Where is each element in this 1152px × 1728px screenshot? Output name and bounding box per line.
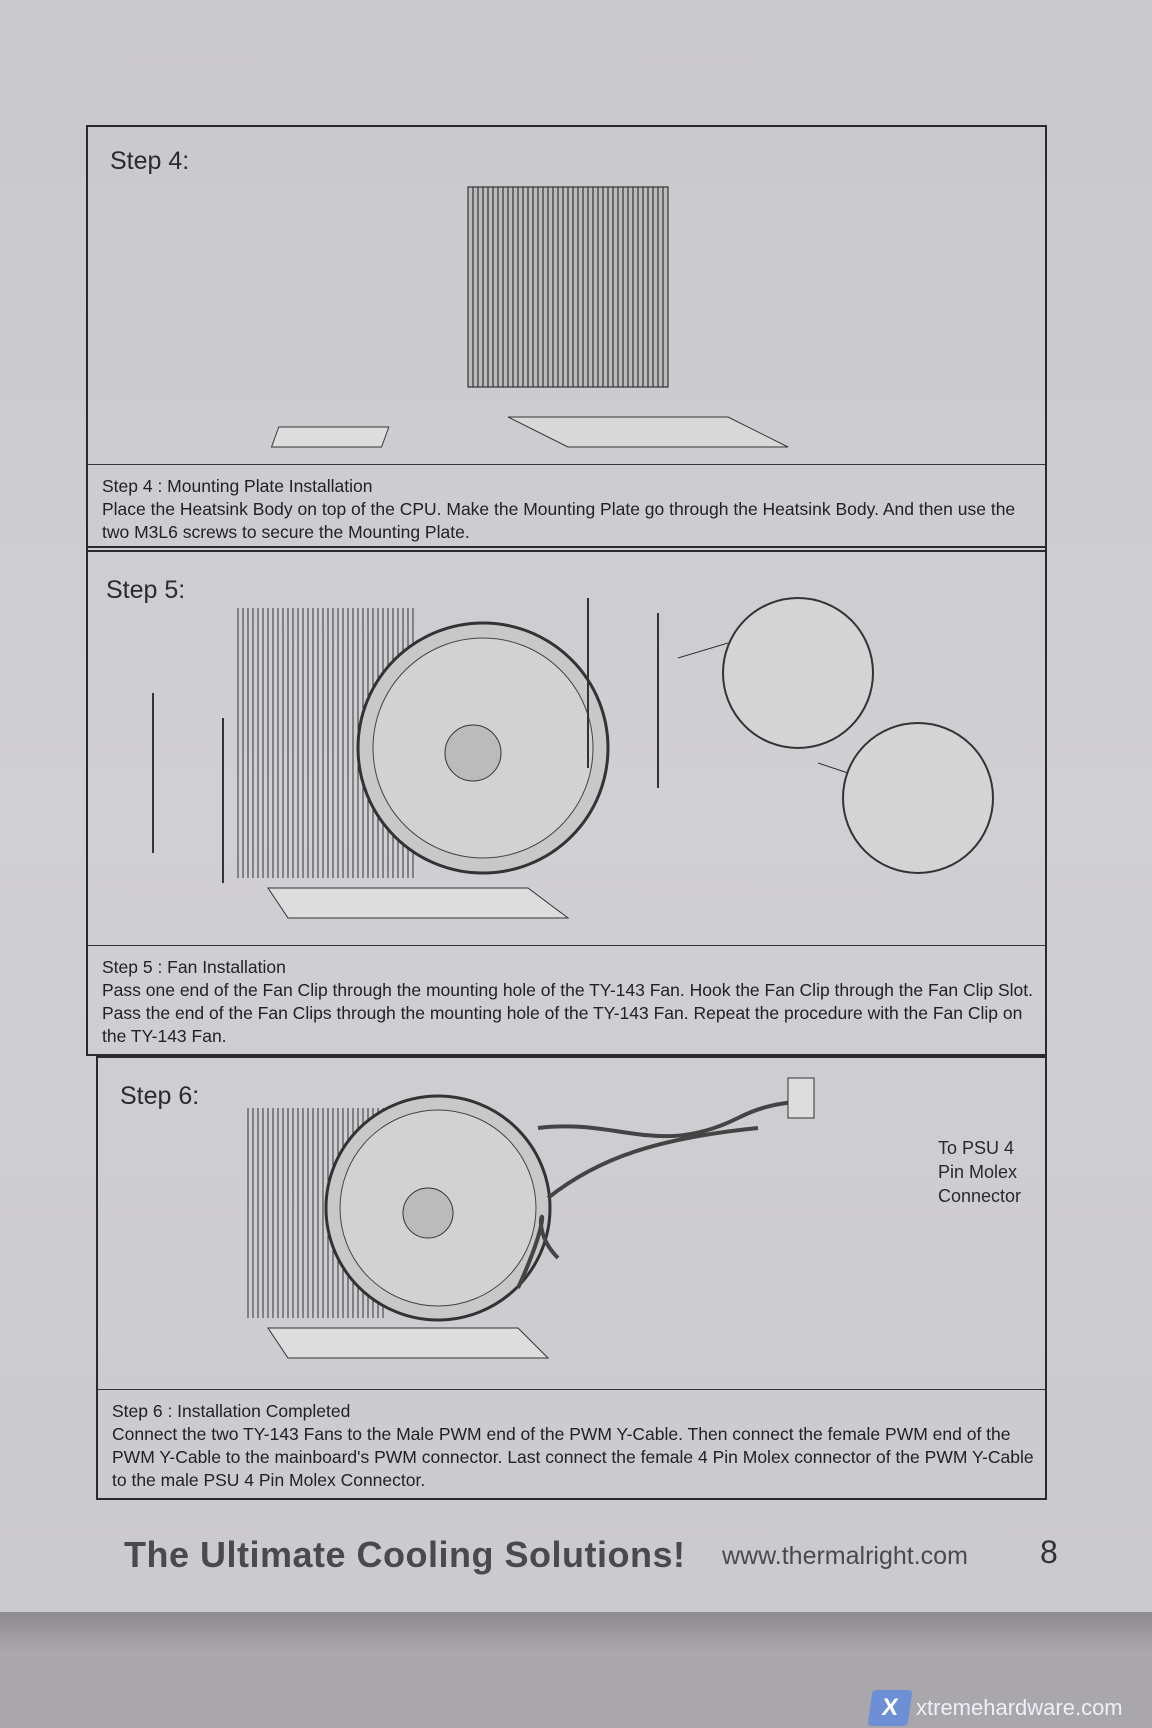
step-4-illustration: Step 4: <box>88 127 1045 465</box>
label-line: Connector <box>938 1186 1022 1206</box>
watermark-logo-icon: X <box>867 1690 913 1726</box>
footer-slogan: The Ultimate Cooling Solutions! <box>124 1534 686 1575</box>
installation-complete-illustration <box>247 1077 815 1359</box>
step-6-caption: Step 6 : Installation Completed Connect … <box>98 1390 1045 1498</box>
caption-heading: Step 6 : Installation Completed <box>112 1401 351 1421</box>
step-5-illustration: Step 5: <box>88 548 1045 946</box>
step-4-panel: Step 4: Step 4 : Mounting Plate Installa… <box>86 125 1047 552</box>
step-5-caption: Step 5 : Fan Installation Pass one end o… <box>88 946 1045 1054</box>
step-5-panel: Step 5: Step 5 : Fan Installation Pass o… <box>86 546 1047 1056</box>
label-line: To PSU 4 Pin Molex <box>938 1138 1018 1182</box>
step-title: Step 4: <box>110 147 190 175</box>
caption-body: Pass one end of the Fan Clip through the… <box>102 980 1033 1046</box>
caption-body: Connect the two TY-143 Fans to the Male … <box>112 1424 1034 1490</box>
caption-body: Place the Heatsink Body on top of the CP… <box>102 499 1016 542</box>
step-title: Step 5: <box>106 576 186 604</box>
step-title: Step 6: <box>120 1082 200 1110</box>
watermark: X xtremehardware.com <box>867 1690 1123 1726</box>
fan-installation-illustration <box>152 597 994 919</box>
watermark-text: xtremehardware.com <box>916 1695 1123 1720</box>
psu-connector-label: To PSU 4 Pin Molex Connector <box>938 1136 1045 1208</box>
footer-url: www.thermalright.com <box>722 1542 968 1570</box>
heatsink-illustration <box>270 186 789 448</box>
step-6-panel: Step 6: To PSU 4 Pin Molex Connector Ste… <box>96 1056 1047 1500</box>
step-6-illustration: Step 6: To PSU 4 Pin Molex Connector <box>98 1058 1045 1390</box>
page-number: 8 <box>1040 1534 1058 1570</box>
caption-heading: Step 5 : Fan Installation <box>102 957 286 977</box>
step-4-caption: Step 4 : Mounting Plate Installation Pla… <box>88 465 1045 550</box>
caption-heading: Step 4 : Mounting Plate Installation <box>102 476 373 496</box>
manual-page: Step 4: Step 4 : Mounting Plate Installa… <box>0 0 1152 1615</box>
page-shadow <box>0 1612 1152 1652</box>
